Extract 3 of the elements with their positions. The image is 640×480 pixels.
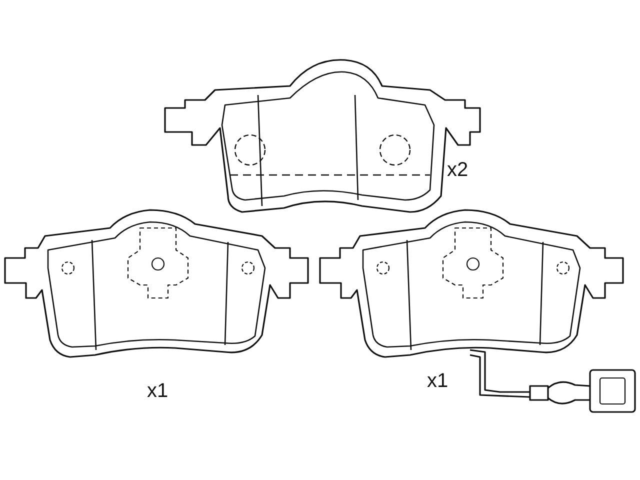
quantity-label: x1 [427,371,448,391]
quantity-label: x2 [447,160,468,180]
quantity-label: x1 [147,381,168,401]
